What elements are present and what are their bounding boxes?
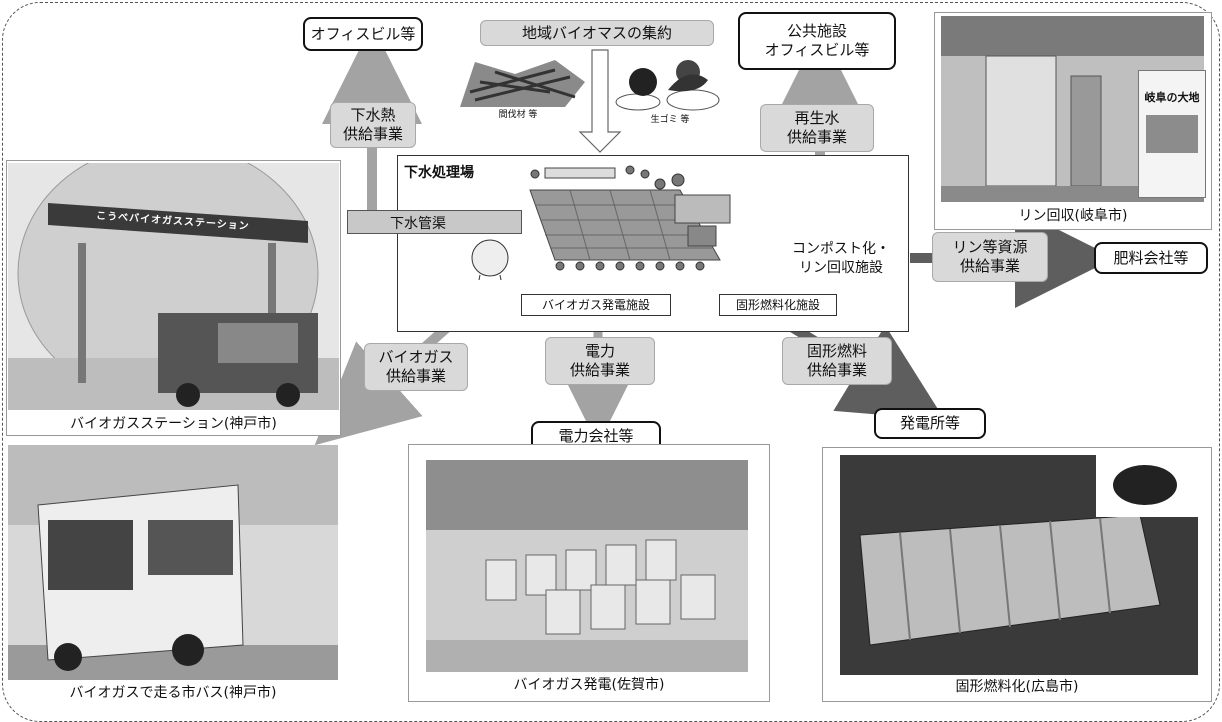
power-generation-photo: [426, 460, 748, 672]
poster-title: 岐阜の大地: [1144, 91, 1200, 104]
phosphorus-recovery-caption: リン回収(岐阜市): [1018, 208, 1128, 224]
city-bus-photo: [8, 445, 338, 680]
compost-facility-label: コンポスト化・ リン回収施設: [792, 241, 890, 276]
biogas-station-photo: [8, 163, 339, 410]
sewage-plant-title: 下水処理場: [404, 165, 474, 181]
poster-image: [1146, 115, 1198, 153]
fertilizer-label: 肥料会社等: [1113, 248, 1189, 267]
recycled-water-business-box: 再生水 供給事業: [760, 104, 874, 152]
sewage-plant-illustration: [471, 165, 731, 280]
public-office-box: 公共施設 オフィスビル等: [738, 12, 896, 70]
solid-fuel-business-label: 固形燃料 供給事業: [806, 342, 867, 379]
electricity-business-box: 電力 供給事業: [545, 337, 655, 385]
power-company-label: 電力会社等: [558, 427, 634, 445]
power-generation-image: [426, 460, 748, 672]
wood-label: 間伐材 等: [498, 110, 538, 120]
food-label: 生ゴミ 等: [650, 115, 690, 125]
sewer-pipe-label: 下水管渠: [390, 216, 446, 232]
recycled-water-business-label: 再生水 供給事業: [786, 109, 847, 146]
biogas-business-label: バイオガス 供給事業: [378, 348, 454, 385]
compost-facility: コンポスト化・ リン回収施設: [773, 235, 909, 283]
office-top-box: オフィスビル等: [303, 17, 423, 51]
biomass-banner-label: 地域バイオマスの集約: [521, 23, 672, 42]
sewer-pipe: [347, 210, 522, 234]
solid-fuel-facility-label: 固形燃料化施設: [735, 298, 820, 312]
heat-business-label: 下水熱 供給事業: [342, 106, 403, 143]
fertilizer-box: 肥料会社等: [1094, 242, 1208, 274]
biogas-station-caption: バイオガスステーション(神戸市): [70, 416, 277, 432]
city-bus-image: [8, 445, 338, 680]
biogas-facility-box: バイオガス発電施設: [521, 294, 671, 316]
fertilizer-poster: 岐阜の大地: [1138, 70, 1206, 198]
solid-fuel-caption: 固形燃料化(広島市): [955, 679, 1079, 695]
biogas-station-image: [8, 163, 339, 410]
biogas-business-box: バイオガス 供給事業: [364, 343, 468, 391]
solid-fuel-business-box: 固形燃料 供給事業: [782, 337, 892, 385]
electricity-business-label: 電力 供給事業: [569, 342, 630, 379]
heat-business-box: 下水熱 供給事業: [330, 102, 416, 148]
phosphorus-business-label: リン等資源 供給事業: [952, 238, 1028, 275]
phosphorus-business-box: リン等資源 供給事業: [932, 232, 1048, 282]
power-plant-box: 発電所等: [874, 408, 986, 439]
thinned-wood-illustration: [460, 60, 585, 107]
public-office-label: 公共施設 オフィスビル等: [764, 22, 870, 59]
power-plant-label: 発電所等: [899, 414, 960, 432]
biomass-down-arrow: [578, 49, 622, 153]
biogas-facility-label: バイオガス発電施設: [541, 298, 650, 312]
solid-fuel-facility-box: 固形燃料化施設: [719, 294, 837, 316]
solid-fuel-photo: [840, 455, 1198, 675]
office-top-label: オフィスビル等: [310, 24, 416, 43]
solid-fuel-image: [840, 455, 1198, 675]
city-bus-caption: バイオガスで走る市バス(神戸市): [69, 685, 277, 701]
power-generation-caption: バイオガス発電(佐賀市): [513, 677, 665, 693]
biomass-banner: 地域バイオマスの集約: [480, 20, 714, 46]
food-waste-illustration: [615, 60, 720, 111]
